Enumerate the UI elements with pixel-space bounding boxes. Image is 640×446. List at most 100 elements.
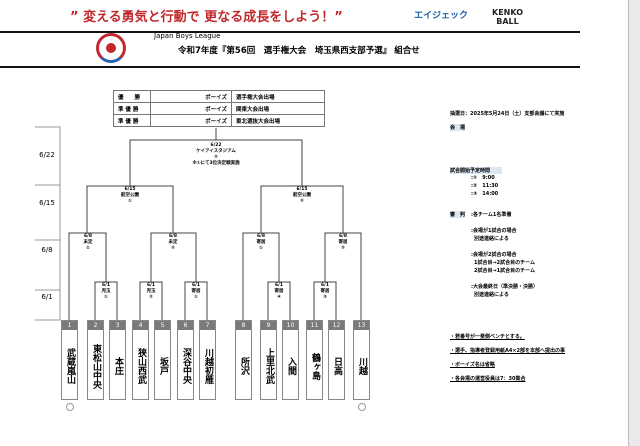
- match-no: ①: [194, 295, 198, 300]
- draw-info: 抽選日：2025年5月24日（土）支部会議にて実施: [450, 111, 565, 117]
- umpire-text: 別途連絡による: [474, 236, 509, 242]
- sponsor-text: KENKO: [492, 8, 523, 17]
- team-name: 深谷中央: [181, 348, 191, 384]
- match-date: 6/8: [169, 234, 177, 239]
- team-number: 1: [62, 321, 77, 330]
- team-number: 11: [307, 321, 322, 330]
- results-table: 優 勝ボーイズ選手権大会出場 準 優 勝ボーイズ関東大会出場 準 優 勝ボーイズ…: [113, 90, 325, 127]
- match-venue: 寄居: [256, 240, 266, 245]
- match-date: 6/1: [147, 283, 155, 288]
- match-no: ①: [259, 246, 263, 251]
- team-number: 5: [155, 321, 170, 330]
- team-box: 8 所沢: [235, 320, 252, 400]
- note: ・各会場の運営役員は7：30集合: [450, 376, 526, 382]
- note: ・ボーイズ名は省略: [450, 362, 495, 368]
- match-note: ※①にて3位決定戦実施: [192, 161, 240, 166]
- match-date: 6/1: [275, 283, 283, 288]
- match-venue: 児玉: [146, 289, 156, 294]
- team-number: 8: [236, 321, 251, 330]
- match-no: ①: [86, 246, 90, 251]
- match-no: ②: [300, 199, 304, 204]
- match-no: ①: [104, 295, 108, 300]
- match-venue: 未定: [83, 240, 93, 245]
- match-venue: 児玉: [101, 289, 111, 294]
- team-number: 12: [329, 321, 344, 330]
- time-slot: :① 9:00: [471, 175, 495, 181]
- match-date: 6/22: [210, 143, 222, 148]
- team-box: 6 深谷中央: [177, 320, 194, 400]
- award: 東北選抜大会出場: [231, 114, 325, 127]
- team-box: 1 武蔵嵐山: [61, 320, 78, 400]
- match-venue: 寄居: [274, 289, 284, 294]
- match-date: 6/8: [84, 234, 92, 239]
- round-date: 6/8: [41, 246, 53, 254]
- team-name: 所沢: [239, 357, 249, 375]
- umpire-text: 別途連絡による: [474, 292, 509, 298]
- umpire-label: 審 判: [450, 211, 466, 218]
- match-date: 6/8: [339, 234, 347, 239]
- circle-mark: [358, 403, 366, 411]
- team-name: 上里北武: [264, 348, 274, 384]
- match-venue: 寄居: [191, 289, 201, 294]
- match-venue: 寄居: [320, 289, 330, 294]
- league-logo: [96, 33, 126, 63]
- umpire-text: 2試合目→1試合目のチーム: [474, 268, 535, 274]
- team-box: 11 鶴ヶ島: [306, 320, 323, 400]
- time-label: 試合開始予定時間: [450, 167, 503, 174]
- sponsor-logo-agekke: エイジェック: [414, 11, 469, 21]
- team-name: 日高: [332, 357, 342, 375]
- umpire-text: :会場が1試合の場合: [471, 228, 517, 234]
- umpire-text: 1試合目→2試合目のチーム: [474, 260, 535, 266]
- match-venue: 未定: [168, 240, 178, 245]
- match-no: ②: [214, 155, 218, 160]
- sponsor-text: BALL: [496, 17, 519, 26]
- team-box: 13 川越: [353, 320, 370, 400]
- team-number: 7: [200, 321, 215, 330]
- team-number: 13: [354, 321, 369, 330]
- team-name: 鶴ヶ島: [310, 352, 320, 380]
- page-title: 令和7年度『第56回 選手権大会 埼玉県西支部予選』 組合せ: [178, 46, 420, 56]
- match-no: ②: [341, 246, 345, 251]
- team-number: 4: [133, 321, 148, 330]
- team-name: 入間: [286, 357, 296, 375]
- team-number: 2: [88, 321, 103, 330]
- match-venue: 航空公園: [121, 193, 139, 198]
- match-date: 6/1: [321, 283, 329, 288]
- match-date: 6/15: [124, 187, 136, 192]
- circle-mark: [66, 403, 74, 411]
- team-name: 武蔵嵐山: [65, 348, 75, 384]
- match-date: 6/1: [192, 283, 200, 288]
- slogan: ” 変える勇気と行動で 更なる成長をしよう！”: [70, 10, 343, 25]
- time-slot: :② 11:30: [471, 183, 499, 189]
- match-no: ④: [277, 295, 281, 300]
- team-name: 川越: [357, 357, 367, 375]
- team-number: 10: [283, 321, 298, 330]
- team-box: 10 入間: [282, 320, 299, 400]
- match-no: ③: [323, 295, 327, 300]
- team-number: 6: [178, 321, 193, 330]
- match-date: 6/15: [296, 187, 308, 192]
- venue-label: 会 場: [450, 124, 466, 131]
- match-date: 6/1: [102, 283, 110, 288]
